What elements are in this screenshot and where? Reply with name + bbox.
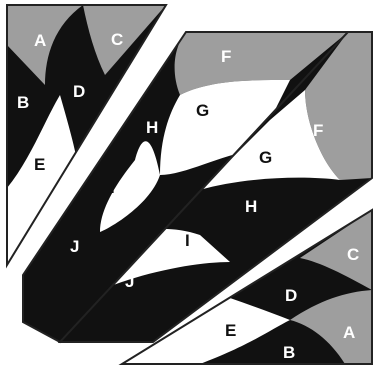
label-e-top-left: E (34, 155, 45, 174)
label-g-right: G (259, 148, 272, 167)
label-e-bottom-right: E (225, 321, 236, 340)
label-d-top-left: D (73, 82, 85, 101)
label-c-bottom-right: C (347, 245, 359, 264)
label-d-bottom-right: D (285, 286, 297, 305)
label-c-top-left: C (111, 30, 123, 49)
label-j-right: J (125, 272, 134, 291)
label-a-bottom-right: A (343, 323, 355, 342)
label-a-top-left: A (34, 31, 46, 50)
label-g-middle: G (196, 101, 209, 120)
label-i-right: I (185, 231, 190, 250)
label-h-right: H (245, 197, 257, 216)
label-b-top-left: B (17, 93, 29, 112)
label-f-right: F (313, 121, 323, 140)
label-b-bottom-right: B (283, 343, 295, 362)
label-h-middle: H (146, 118, 158, 137)
label-j-middle: J (70, 237, 79, 256)
label-f-middle: F (221, 47, 231, 66)
label-i-middle: I (110, 178, 115, 197)
